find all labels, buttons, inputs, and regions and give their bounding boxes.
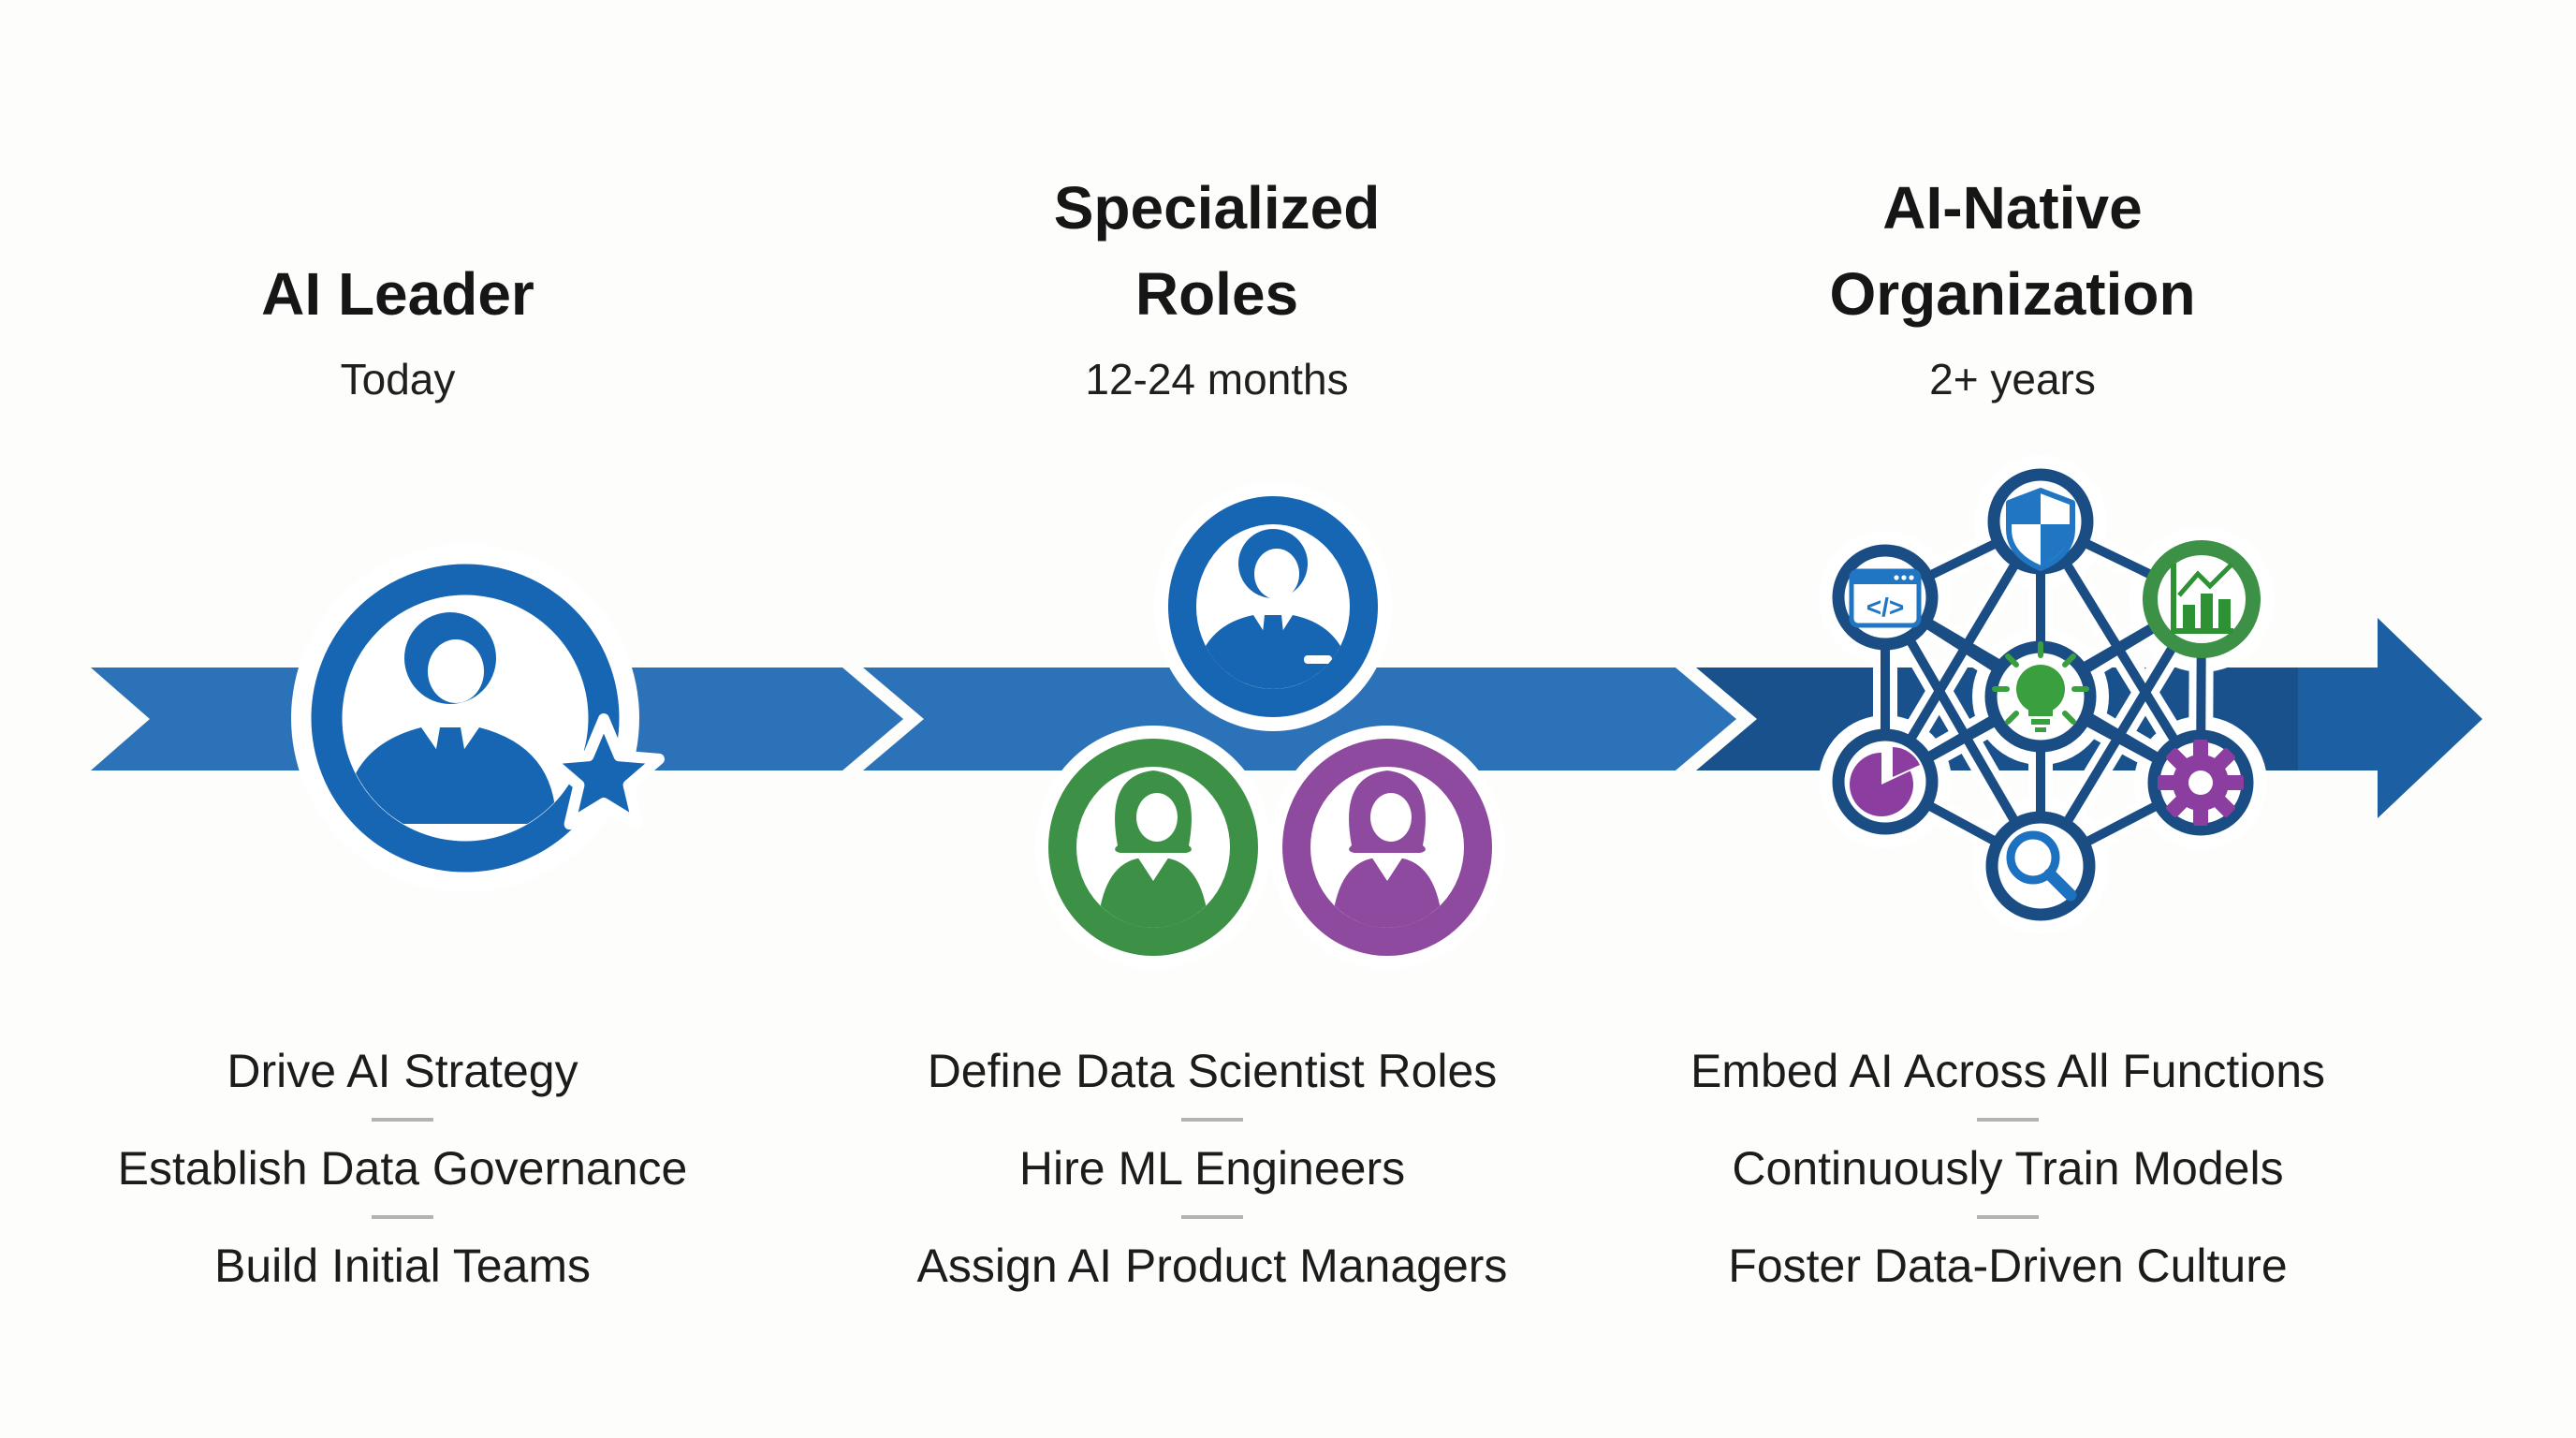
bullet-divider xyxy=(372,1215,433,1219)
phase1-header: AI Leader Today xyxy=(70,159,725,404)
phase2-bullets: Define Data Scientist Roles Hire ML Engi… xyxy=(856,1041,1568,1296)
bullet-item: Drive AI Strategy xyxy=(227,1045,578,1097)
team-avatars-icon xyxy=(1048,496,1492,956)
code-window-icon: </> xyxy=(1832,544,1939,651)
person-icon xyxy=(344,612,556,824)
phase3-subtitle: 2+ years xyxy=(1929,355,2096,404)
bullet-divider xyxy=(1977,1118,2039,1122)
phase1-subtitle: Today xyxy=(340,355,456,404)
female-analyst-avatar xyxy=(1048,739,1258,956)
lightbulb-icon xyxy=(1984,640,2097,753)
phase3-title: AI-Native Organization xyxy=(1829,174,2196,328)
phase3-bullets: Embed AI Across All Functions Continuous… xyxy=(1652,1041,2364,1296)
code-glyph: </> xyxy=(1866,593,1904,622)
phase3-header: AI-Native Organization 2+ years xyxy=(1685,159,2340,404)
arrowhead xyxy=(2298,618,2482,818)
bullet-item: Embed AI Across All Functions xyxy=(1690,1045,2326,1097)
bullet-divider xyxy=(1181,1215,1243,1219)
phase1-bullets: Drive AI Strategy Establish Data Governa… xyxy=(47,1041,758,1296)
star-icon xyxy=(543,713,665,830)
bullet-item: Build Initial Teams xyxy=(213,1240,592,1292)
bullet-item: Foster Data-Driven Culture xyxy=(1728,1240,2288,1292)
bullet-divider xyxy=(1977,1215,2039,1219)
bullet-item: Establish Data Governance xyxy=(117,1142,688,1195)
ai-network-icon: </> xyxy=(1832,468,2261,921)
gear-icon xyxy=(2147,729,2254,836)
leader-badge-icon xyxy=(311,564,665,873)
search-icon xyxy=(1985,811,2096,921)
growth-chart-icon xyxy=(2143,540,2261,658)
shield-icon xyxy=(1987,468,2094,575)
pie-chart-icon xyxy=(1832,728,1939,835)
phase2-header: Specialized Roles 12-24 months xyxy=(889,159,1544,404)
female-pm-avatar xyxy=(1282,739,1492,956)
bullet-item: Assign AI Product Managers xyxy=(916,1240,1508,1292)
bullet-divider xyxy=(372,1118,433,1122)
phase1-title: AI Leader xyxy=(261,260,534,328)
bullet-divider xyxy=(1181,1118,1243,1122)
phase2-title: Specialized Roles xyxy=(1053,174,1381,328)
bullet-item: Hire ML Engineers xyxy=(1018,1142,1406,1195)
bullet-item: Continuously Train Models xyxy=(1732,1142,2284,1195)
male-manager-avatar xyxy=(1168,496,1378,717)
bullet-item: Define Data Scientist Roles xyxy=(927,1045,1498,1097)
phase2-subtitle: 12-24 months xyxy=(1085,355,1349,404)
